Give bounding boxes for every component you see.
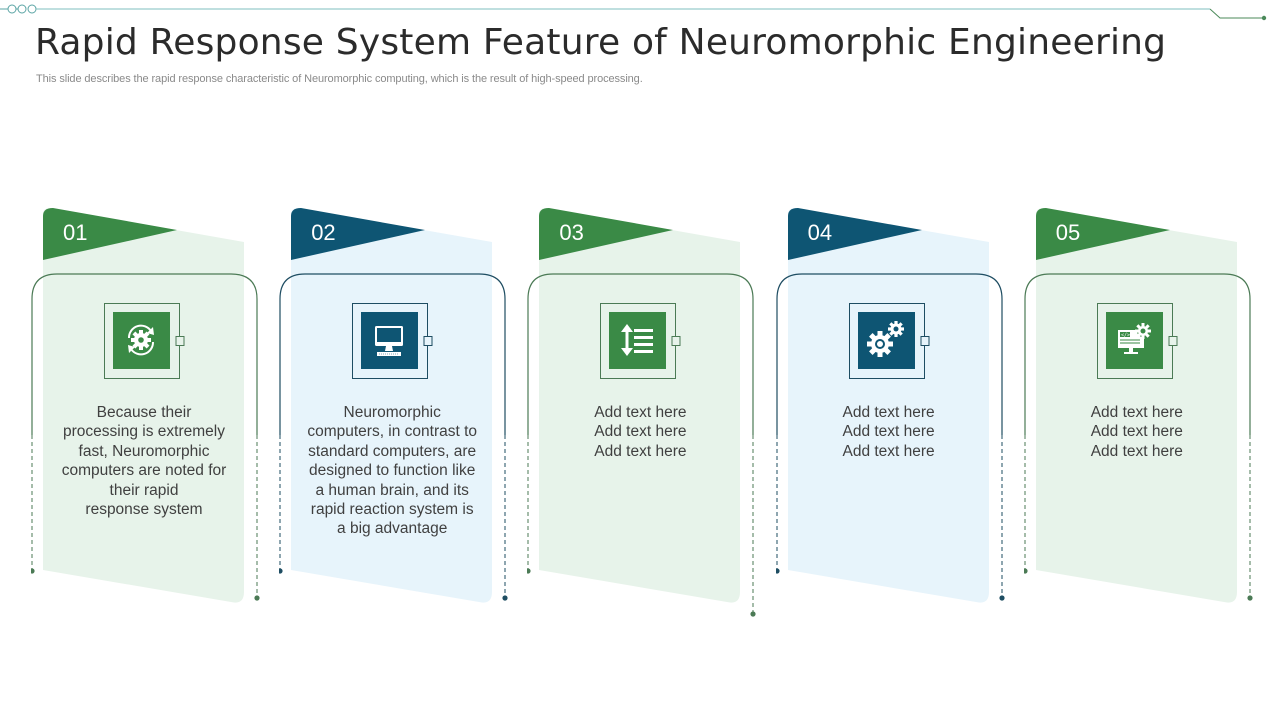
- gears-icon: [858, 312, 914, 368]
- description-line: Add text here: [594, 404, 687, 421]
- page-subtitle: This slide describes the rapid response …: [36, 73, 643, 85]
- connector-dot: [502, 595, 508, 601]
- connector-dot: [750, 611, 756, 617]
- card-outline: [775, 273, 1003, 435]
- card-panel: [539, 208, 741, 603]
- connector-dot: [31, 568, 35, 574]
- feature-card-02: 02 Neuromorphic computers, in contrast to…: [279, 200, 519, 630]
- card-number: 03: [559, 220, 584, 245]
- connector-dot: [775, 568, 780, 574]
- description-line: computers are noted for: [61, 462, 227, 480]
- connector-square: [671, 336, 681, 346]
- card-number: 04: [807, 220, 833, 245]
- description-line: Add text here: [594, 442, 687, 460]
- description-line: their rapid: [109, 481, 179, 499]
- svg-text:</>: </>: [1121, 333, 1130, 339]
- connector-dot: [527, 568, 531, 574]
- card-shape: [1023, 208, 1253, 603]
- connector-dot: [279, 568, 283, 574]
- description-line: processing is extremely: [63, 423, 225, 441]
- card-shape: [527, 208, 756, 617]
- description-line: Add text here: [1090, 442, 1183, 460]
- description-line: a big advantage: [337, 520, 448, 538]
- connector-dot: [1023, 568, 1028, 574]
- description-line: Add text here: [842, 423, 935, 441]
- number-tab: [1035, 208, 1170, 260]
- card-panel: [43, 208, 244, 603]
- connector-square: [423, 336, 433, 346]
- top-decorative-line: [0, 4, 1267, 21]
- card-number: 05: [1055, 220, 1081, 245]
- description-line: a human brain, and its: [315, 481, 469, 499]
- description-line: fast, Neuromorphic: [78, 442, 210, 460]
- card-shape: [279, 208, 508, 603]
- page-title: Rapid Response System Feature of Neuromo…: [35, 22, 1167, 63]
- card-outline: [1024, 273, 1251, 435]
- card-panel: [787, 208, 989, 603]
- connector-dot: [1247, 595, 1253, 601]
- connector-square: [920, 336, 930, 346]
- description-line: Add text here: [1090, 404, 1183, 421]
- description-line: Add text here: [1090, 423, 1183, 441]
- card-number: 01: [63, 220, 88, 245]
- card-panel: [291, 208, 493, 603]
- connector-dot: [254, 595, 260, 601]
- line-spacing-icon: [609, 312, 665, 368]
- circle-icon: [7, 4, 17, 14]
- description-line: computers, in contrast to: [307, 423, 478, 441]
- description-line: Add text here: [594, 423, 687, 441]
- circle-icon: [17, 4, 27, 14]
- connector-square: [1168, 336, 1178, 346]
- connector-dot: [998, 595, 1005, 601]
- icon-background: [609, 312, 667, 369]
- card-outline: [31, 273, 258, 435]
- description-line: response system: [85, 501, 203, 519]
- card-panel: [1035, 208, 1237, 603]
- description-line: Because their: [96, 404, 192, 421]
- card-outline: [279, 273, 506, 435]
- description-line: designed to function like: [309, 462, 476, 480]
- description-line: standard computers, are: [308, 442, 477, 460]
- description-line: Neuromorphic: [343, 404, 441, 421]
- description-line: rapid reaction system is: [310, 501, 474, 519]
- card-outline: [527, 273, 754, 435]
- card-number: 02: [311, 220, 336, 245]
- desktop-computer-icon: [361, 312, 417, 368]
- number-tab: [539, 208, 674, 260]
- code-monitor-gear-icon: </>: [1106, 312, 1162, 368]
- description-line: Add text here: [842, 404, 935, 421]
- number-tab: [291, 208, 426, 260]
- gear-refresh-icon: [113, 312, 169, 368]
- number-tab: [43, 208, 177, 260]
- number-tab: [787, 208, 922, 260]
- circle-icon: [27, 4, 37, 14]
- description-line: Add text here: [842, 442, 935, 460]
- connector-square: [175, 336, 185, 346]
- card-shape: [31, 208, 260, 603]
